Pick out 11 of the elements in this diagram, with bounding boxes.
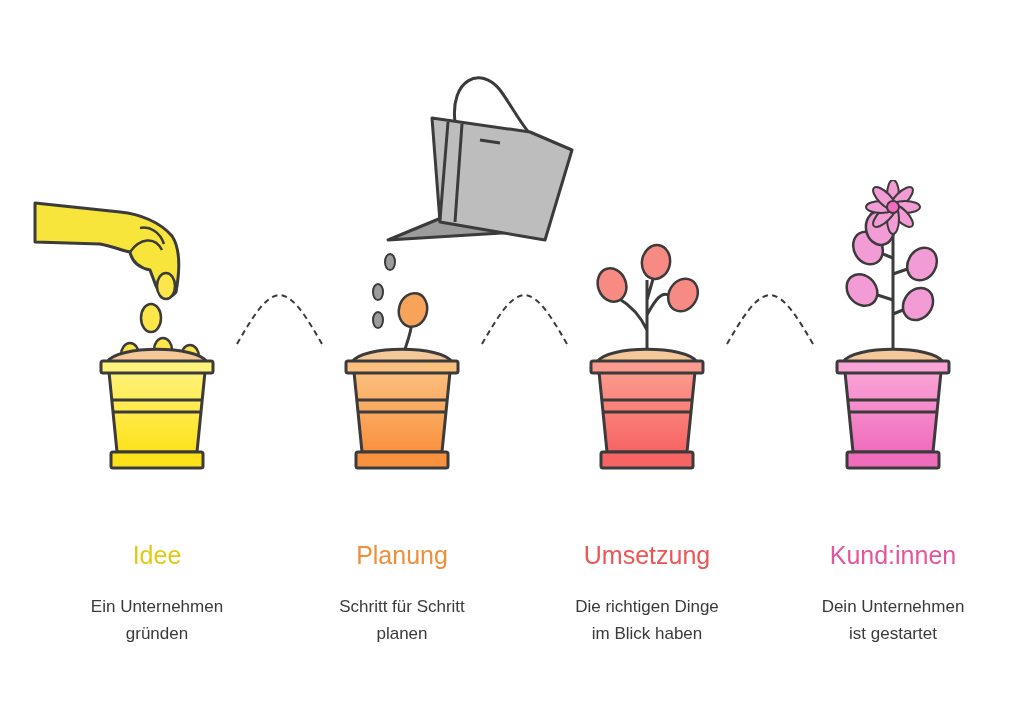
dashed-arc-connector bbox=[236, 294, 323, 345]
dashed-arc-connector bbox=[726, 294, 814, 345]
stage-title: Kund:innen bbox=[828, 540, 958, 570]
stage-title: Umsetzung bbox=[582, 540, 712, 570]
stage-title: Idee bbox=[131, 540, 183, 570]
stage-description: Dein Unternehmen ist gestartet bbox=[820, 596, 966, 645]
stage-description: Ein Unternehmen gründen bbox=[89, 596, 225, 645]
dashed-arc-connector bbox=[481, 294, 568, 345]
stage-description: Die richtigen Dinge im Blick haben bbox=[574, 596, 720, 645]
stage-description: Schritt für Schritt planen bbox=[338, 596, 466, 645]
stage-title: Planung bbox=[355, 540, 449, 570]
